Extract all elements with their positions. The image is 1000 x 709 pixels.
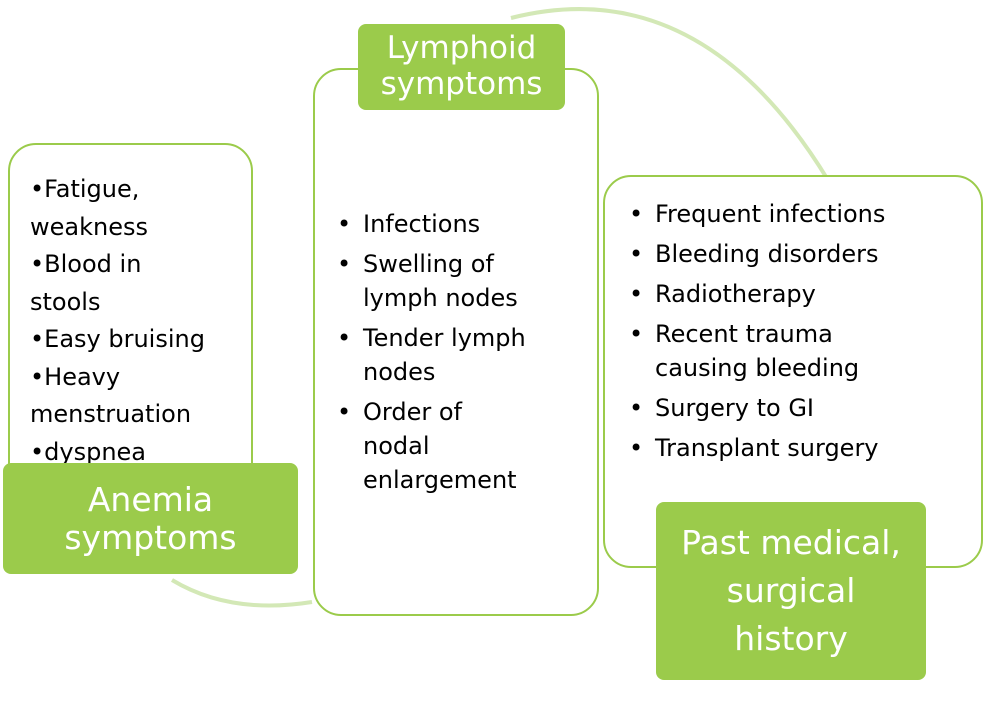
list-item: •dyspnea bbox=[30, 437, 147, 466]
list-item: •Easy bruising bbox=[30, 325, 205, 353]
list-item: Frequent infections bbox=[627, 197, 885, 231]
anemia-symptoms-list: •Fatigue, weakness •Blood in stools •Eas… bbox=[30, 171, 205, 471]
list-item: Radiotherapy bbox=[627, 277, 885, 311]
list-item: •Blood in bbox=[30, 250, 142, 278]
list-item: Surgery to GI bbox=[627, 391, 885, 425]
list-item: weakness bbox=[30, 212, 148, 241]
list-item: Transplant surgery bbox=[627, 431, 885, 465]
list-item: Bleeding disorders bbox=[627, 237, 885, 271]
past-history-box: Frequent infections Bleeding disorders R… bbox=[603, 175, 983, 568]
arc-bottom bbox=[170, 578, 313, 608]
list-item: •Fatigue, bbox=[30, 175, 140, 203]
list-item: Infections bbox=[335, 207, 526, 241]
list-item: menstruation bbox=[30, 400, 192, 428]
arc-top bbox=[510, 7, 830, 182]
anemia-symptoms-box: •Fatigue, weakness •Blood in stools •Eas… bbox=[8, 143, 253, 503]
list-item: stools bbox=[30, 287, 101, 316]
past-history-list: Frequent infections Bleeding disorders R… bbox=[627, 197, 885, 471]
list-item: •Heavy bbox=[30, 362, 121, 391]
